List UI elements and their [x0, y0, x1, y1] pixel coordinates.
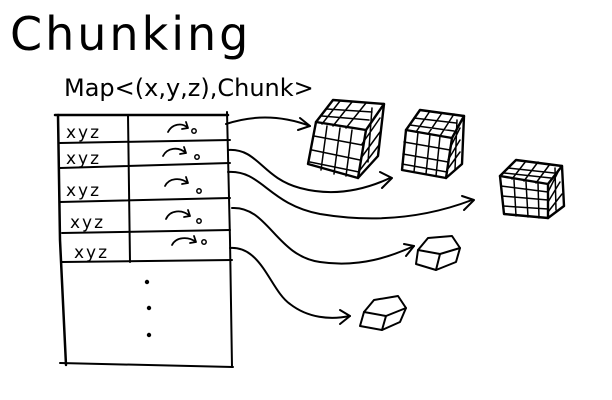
mapping-arrows — [225, 116, 475, 325]
row-key: xyz — [70, 213, 105, 233]
page-title: Chunking — [10, 7, 251, 61]
row-pointers — [162, 121, 207, 246]
arrow-to-chunk — [229, 246, 351, 325]
table-left-border — [56, 113, 68, 367]
loaded-chunk-cube — [306, 98, 386, 180]
more-rows-ellipsis — [144, 279, 152, 338]
empty-chunk-cube — [359, 295, 407, 331]
table-row-divider — [59, 162, 231, 169]
table-column-divider — [127, 114, 131, 263]
table-rows: xyz xyz xyz xyz xyz — [66, 123, 109, 263]
loaded-chunk-cube — [400, 108, 466, 180]
table-row-divider — [61, 229, 231, 234]
map-signature: Map<(x,y,z),Chunk> — [64, 74, 314, 102]
arrow-to-chunk — [225, 116, 311, 131]
table-row-divider — [59, 197, 231, 203]
row-key: xyz — [66, 149, 101, 169]
empty-chunk-cube — [415, 235, 461, 271]
arrow-to-chunk — [231, 206, 415, 265]
loaded-chunk-cube — [498, 158, 566, 220]
row-key: xyz — [66, 181, 101, 201]
pointer-arrow-icon — [167, 121, 197, 134]
map-table — [53, 111, 234, 368]
table-bottom-border — [59, 362, 234, 368]
pointer-arrow-icon — [162, 146, 200, 160]
pointer-arrow-icon — [171, 235, 207, 246]
table-row-divider — [59, 139, 231, 144]
arrow-to-chunk — [227, 148, 393, 194]
pointer-arrow-icon — [165, 209, 202, 224]
row-key: xyz — [66, 123, 101, 143]
table-row-divider — [61, 259, 233, 263]
arrow-to-chunk — [227, 170, 475, 220]
table-right-border — [226, 111, 233, 368]
row-key: xyz — [74, 243, 109, 263]
pointer-arrow-icon — [164, 176, 202, 194]
